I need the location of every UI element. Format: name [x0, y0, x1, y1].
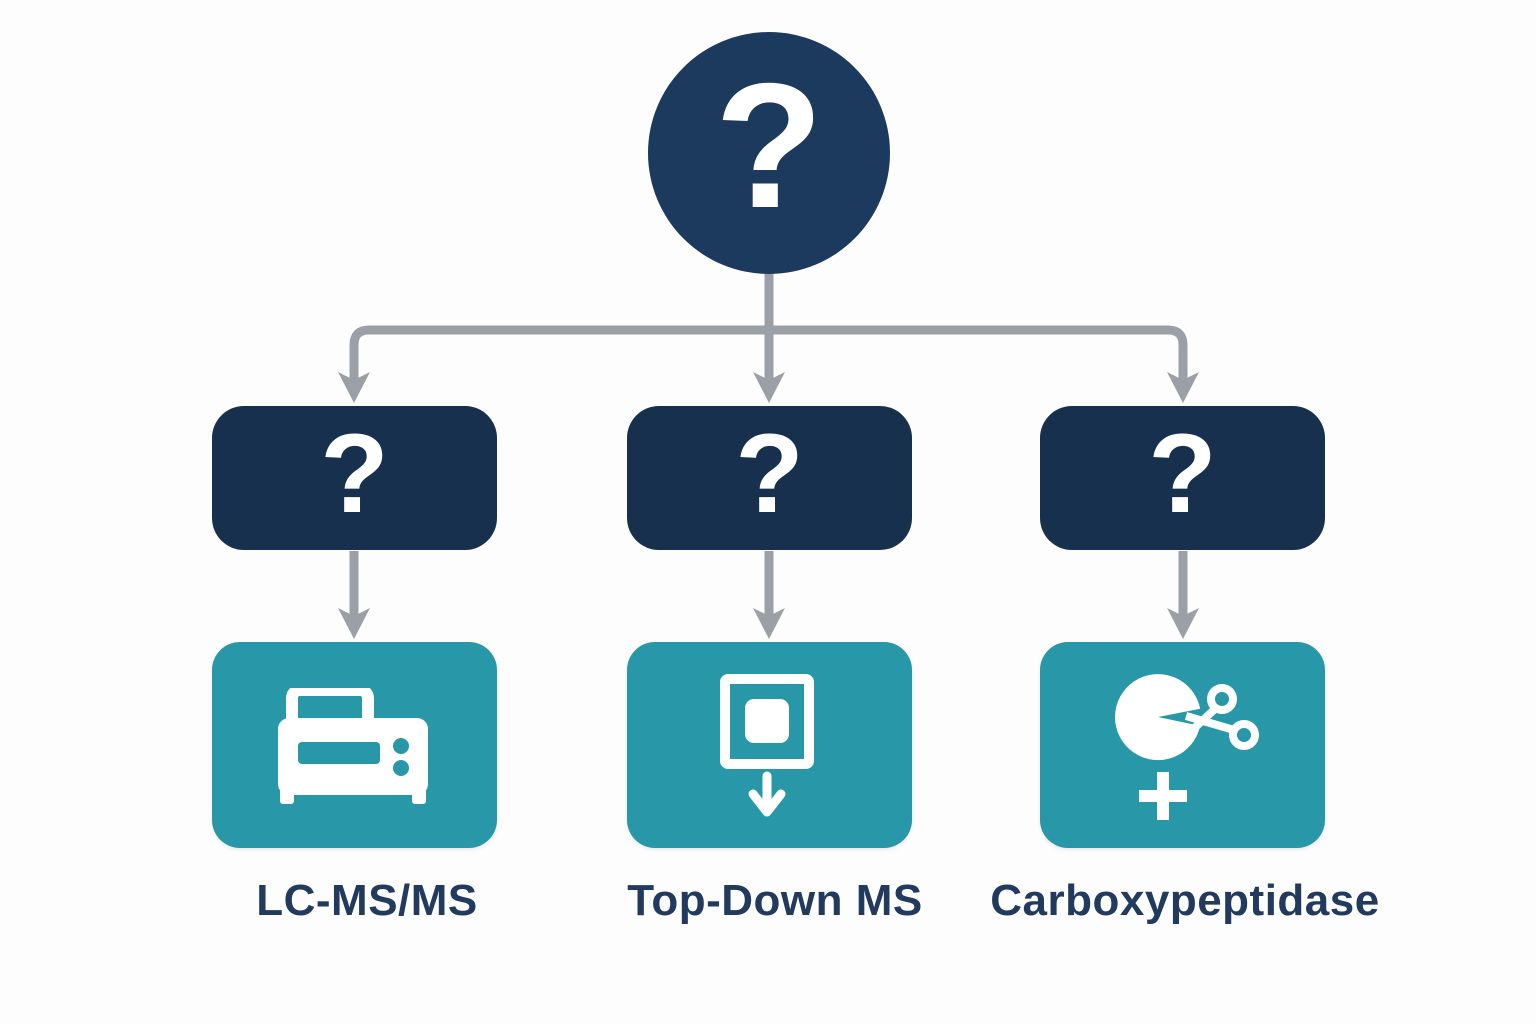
root-question-node: ?: [648, 32, 890, 274]
label-lcmsms: LC-MS/MS: [256, 876, 478, 925]
icon-box-lcmsms: [212, 642, 497, 848]
question-mark: ?: [1148, 411, 1217, 536]
question-box-lcmsms: ?: [212, 406, 497, 550]
arrowhead: [1167, 372, 1199, 403]
branch-line: [349, 325, 1188, 380]
question-mark: ?: [714, 46, 824, 245]
label-topdown-ms: Top-Down MS: [627, 876, 923, 925]
top-down-arrow-icon: [720, 674, 814, 817]
arrowhead: [338, 372, 370, 403]
arrowhead: [753, 608, 785, 639]
question-box-topdown: ?: [627, 406, 912, 550]
question-mark: ?: [735, 411, 804, 536]
icon-box-topdown: [627, 642, 912, 848]
question-box-carboxypeptidase: ?: [1040, 406, 1325, 550]
mass-spec-instrument-icon: [278, 688, 428, 804]
arrowhead: [753, 372, 785, 403]
arrowhead: [338, 608, 370, 639]
label-carboxypeptidase: Carboxypeptidase: [990, 876, 1380, 925]
icon-box-carboxypeptidase: [1040, 642, 1325, 848]
question-mark: ?: [320, 411, 389, 536]
arrowhead: [1167, 608, 1199, 639]
enzyme-cleavage-scissors-icon: [1115, 674, 1259, 820]
